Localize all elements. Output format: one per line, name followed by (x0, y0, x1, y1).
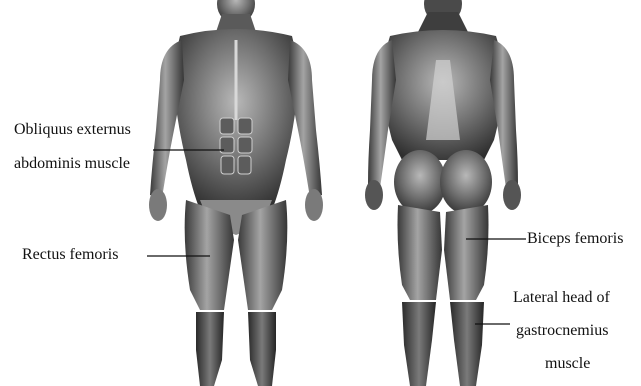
label-obliquus-line2: abdominis muscle (14, 155, 130, 173)
label-gastro-line2: gastrocnemius (516, 322, 608, 340)
back-figure (365, 0, 521, 386)
front-figure (149, 0, 323, 386)
label-obliquus-line1: Obliquus externus (14, 121, 131, 139)
label-gastro-line1: Lateral head of (513, 289, 610, 307)
label-rectus-femoris: Rectus femoris (22, 246, 118, 264)
label-biceps-femoris: Biceps femoris (527, 230, 623, 248)
label-gastro-line3: muscle (545, 355, 590, 373)
